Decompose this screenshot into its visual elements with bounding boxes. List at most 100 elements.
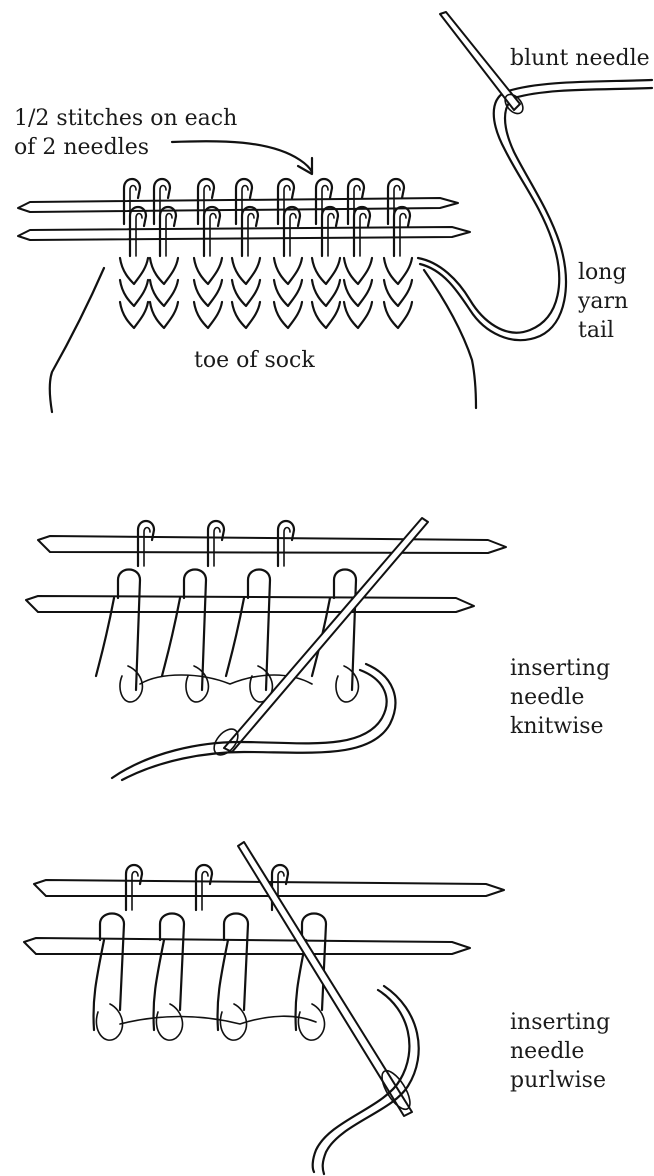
stitch-loop-icon [342, 256, 374, 286]
stitch-loop-icon [352, 205, 372, 258]
stitch-loop-icon [165, 212, 173, 257]
stitch-loop-icon [216, 912, 250, 1032]
arrow-icon [170, 140, 314, 176]
stitch-loop-icon [272, 300, 304, 330]
stitch-loop-icon [206, 519, 226, 568]
stitch-loop-icon [148, 300, 180, 330]
stitch-loop-icon [209, 212, 217, 257]
stitch-loop-icon [241, 184, 249, 225]
stitch-loop-icon [230, 300, 262, 330]
stitch-loop-icon [185, 665, 210, 703]
stitch-loop-icon [155, 1003, 184, 1041]
stitch-loop-icon [158, 205, 178, 258]
stitch-loop-icon [194, 863, 214, 912]
knitwise-label: inserting needle knitwise [510, 654, 610, 741]
sock-outline-right [422, 268, 478, 410]
blunt-needle-label: blunt needle [510, 46, 650, 71]
stitch-loop-icon [272, 278, 304, 308]
stitch-loop-icon [201, 870, 209, 911]
stitch-loop-icon [143, 526, 151, 567]
top-panel-illustration [17, 11, 654, 414]
stitch-loop-icon [152, 912, 186, 1032]
stitch-loop-icon [310, 300, 342, 330]
stitch-loop-icon [283, 184, 291, 225]
knitwise-label-line2: needle [510, 685, 585, 710]
stitch-loop-icon [118, 256, 414, 330]
stitch-loop-icon [119, 1015, 317, 1025]
stitch-loop-icon [353, 184, 361, 225]
stitch-loop-icon [297, 1003, 326, 1041]
stitch-loop-icon [219, 1003, 248, 1041]
stitch-loop-icon [192, 278, 224, 308]
stitch-loop-icon [122, 177, 406, 226]
stitch-loop-icon [382, 300, 414, 330]
stitch-loop-icon [213, 526, 221, 567]
stitch-loop-icon [129, 184, 137, 225]
stitch-loop-icon [272, 256, 304, 286]
stitch-loop-icon [382, 278, 414, 308]
stitch-loop-icon [314, 177, 334, 226]
stitch-loop-icon [399, 212, 407, 257]
stitch-loop-icon [230, 278, 262, 308]
stitch-loop-icon [192, 256, 224, 286]
stitch-loop-icon [289, 212, 297, 257]
stitch-loop-icon [136, 519, 156, 568]
stitch-loop-icon [310, 278, 342, 308]
stitch-loop-icon [277, 870, 285, 911]
stitch-loop-icon [118, 256, 150, 286]
stitch-loop-icon [148, 278, 180, 308]
knitwise-label-line3: knitwise [510, 714, 604, 739]
stitch-loop-icon [327, 212, 335, 257]
knitwise-label-line1: inserting [510, 656, 611, 681]
stitch-loop-icon [148, 256, 180, 286]
stitch-loop-icon [119, 665, 144, 703]
stitch-loop-icon [118, 300, 150, 330]
stitch-loop-icon [118, 278, 150, 308]
stitch-loop-icon [128, 205, 148, 258]
sock-outline-left [48, 266, 106, 414]
stitch-loop-icon [95, 1003, 124, 1041]
stitch-loop-icon [159, 184, 167, 225]
stitch-loop-icon [392, 205, 412, 258]
stitch-loop-icon [320, 205, 340, 258]
stitch-loop-icon [92, 912, 126, 1032]
stitch-loop-icon [282, 205, 302, 258]
stitch-loop-icon [196, 177, 216, 226]
stitch-loop-icon [247, 212, 255, 257]
purlwise-label-line3: purlwise [510, 1068, 606, 1093]
stitch-loop-icon [128, 205, 412, 258]
stitch-loop-icon [152, 177, 172, 226]
stitch-loop-icon [230, 256, 262, 286]
stitch-loop-icon [342, 278, 374, 308]
yarn-tail-icon [311, 988, 411, 1174]
purlwise-label-line1: inserting [510, 1010, 611, 1035]
purlwise-label-line2: needle [510, 1039, 585, 1064]
knitting-needle-icon [23, 879, 505, 955]
half-stitches-label: 1/2 stitches on each of 2 needles [14, 104, 237, 162]
stitch-loop-icon [124, 863, 144, 912]
stitch-loop-icon [203, 184, 211, 225]
stitch-loop-icon [224, 568, 272, 692]
stitch-loop-icon [270, 863, 290, 912]
stitch-loop-icon [342, 300, 374, 330]
long-yarn-tail-label-line2: yarn [578, 289, 629, 314]
stitch-loop-icon [359, 212, 367, 257]
stitch-loop-icon [234, 177, 254, 226]
long-yarn-tail-label-line1: long [578, 260, 627, 285]
stitch-loop-icon [135, 212, 143, 257]
half-stitches-label-line2: of 2 needles [14, 135, 150, 160]
stitch-loop-icon [131, 870, 139, 911]
stitch-loop-icon [335, 665, 360, 703]
stitch-loop-icon [393, 184, 401, 225]
stitch-loop-icon [321, 184, 329, 225]
yarn-tail-icon [110, 668, 388, 780]
long-yarn-tail-label: long yarn tail [578, 258, 628, 345]
stitch-loop-icon [386, 177, 406, 226]
stitch-loop-icon [202, 205, 222, 258]
stitch-loop-icon [160, 568, 208, 692]
toe-of-sock-label: toe of sock [194, 348, 315, 373]
stitch-loop-icon [276, 177, 296, 226]
